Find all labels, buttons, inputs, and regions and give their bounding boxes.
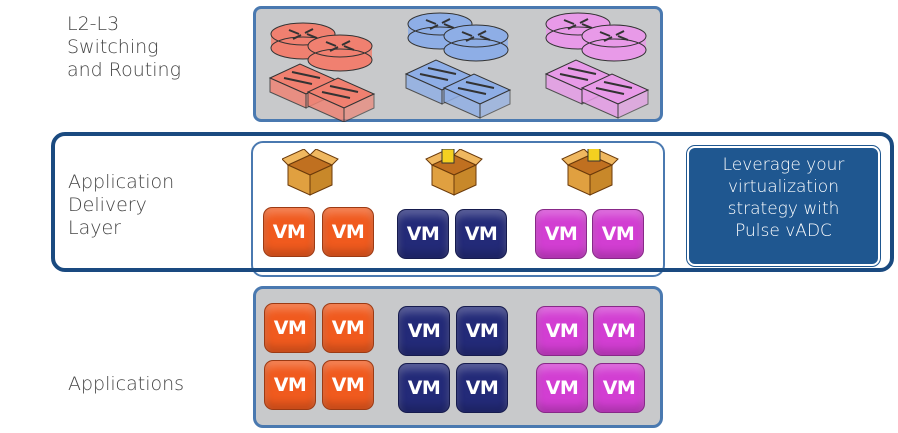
label-applications: Applications: [68, 373, 184, 396]
router-icon: [582, 25, 646, 61]
vm-app-orange-4: VM: [322, 360, 374, 410]
vm-app-navy-4: VM: [456, 363, 508, 413]
vm-app-orange-2: VM: [322, 303, 374, 353]
network-devices: [258, 8, 662, 122]
vm-app-navy-1: VM: [398, 306, 450, 356]
callout-line: strategy with: [689, 198, 878, 220]
vm-app-pink-1: VM: [536, 306, 588, 356]
callout-line: Leverage your: [689, 154, 878, 176]
vm-app-pink-4: VM: [593, 363, 645, 413]
vm-app-navy-2: VM: [456, 306, 508, 356]
vm-app-pink-3: VM: [536, 363, 588, 413]
vm-app-orange-3: VM: [264, 360, 316, 410]
vm-app-orange-1: VM: [264, 303, 316, 353]
callout-line: Pulse vADC: [689, 220, 878, 242]
router-icon: [308, 35, 372, 71]
callout-line: virtualization: [689, 176, 878, 198]
vm-app-pink-2: VM: [593, 306, 645, 356]
label-switching-routing: L2-L3 Switching and Routing: [67, 13, 181, 82]
vm-app-navy-3: VM: [398, 363, 450, 413]
vadc-callout: Leverage your virtualization strategy wi…: [687, 146, 880, 266]
router-icon: [444, 25, 508, 61]
